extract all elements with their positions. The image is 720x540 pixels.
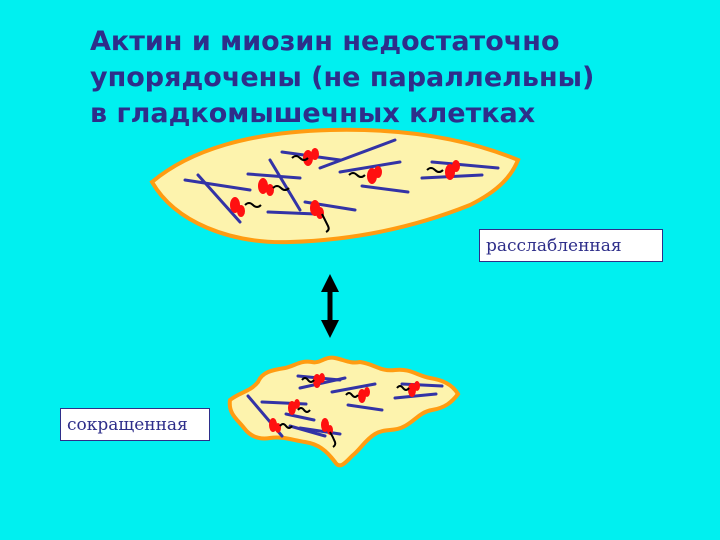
myosin-head [414,381,420,391]
myosin-tail [297,407,311,413]
contracted-cell [227,355,461,468]
myosin-head [266,184,274,196]
myosin-head [311,148,319,160]
myosin-tail [348,172,366,178]
myosin-tail [301,377,315,383]
actin-filament [284,412,316,422]
myosin-tail [244,202,262,208]
myosin-head [327,425,333,435]
actin-filament [360,184,410,194]
actin-filament [346,403,384,412]
actin-filament [266,210,318,216]
myosin-head [452,160,460,172]
title-line-1: Актин и миозин недостаточно [90,26,560,57]
myosin-tail [329,431,337,448]
myosin-head [408,383,416,397]
myosin-head [269,418,277,432]
myosin-tail [279,423,293,429]
myosin-head [288,401,296,415]
actin-filament [196,173,242,224]
contracted-cell-body [227,355,461,468]
myosin-head [313,374,321,388]
actin-filament [298,426,342,436]
actin-filament [288,424,327,438]
actin-filament [430,160,500,170]
slide-title: Актин и миозин недостаточно упорядочены … [90,24,690,132]
actin-filament [298,376,347,390]
myosin-head [321,418,329,432]
relaxed-label: расслабленная [479,229,663,262]
myosin-tail [345,392,359,398]
myosin-head [319,373,325,383]
myosin-head [358,389,366,403]
myosin-head [364,387,370,397]
myosin-tail [321,213,330,233]
actin-filament [268,158,302,212]
actin-filament [393,392,438,400]
actin-filament [318,138,397,170]
relaxed-cell [149,127,521,245]
relaxed-myosin-heads [230,148,460,219]
actin-filament [400,382,444,388]
actin-filament [338,160,402,174]
myosin-tail [396,385,410,391]
myosin-tail [426,167,444,173]
actin-filament [246,172,302,180]
title-line-2: упорядочены (не параллельны) [90,62,595,93]
double-arrow-icon [321,274,339,338]
myosin-head [258,178,268,194]
title-line-3: в гладкомышечных клетках [90,98,536,129]
myosin-tail [291,155,309,161]
myosin-head [294,399,300,409]
actin-filament [183,178,252,192]
myosin-tail [272,185,290,191]
contracted-label: сокращенная [60,408,210,441]
relaxed-myosin-tails [244,155,444,233]
contracted-myosin-tails [279,377,410,448]
myosin-head [237,205,245,217]
contracted-myosin-heads [269,373,420,435]
myosin-head [374,166,382,178]
actin-filament [330,382,377,394]
